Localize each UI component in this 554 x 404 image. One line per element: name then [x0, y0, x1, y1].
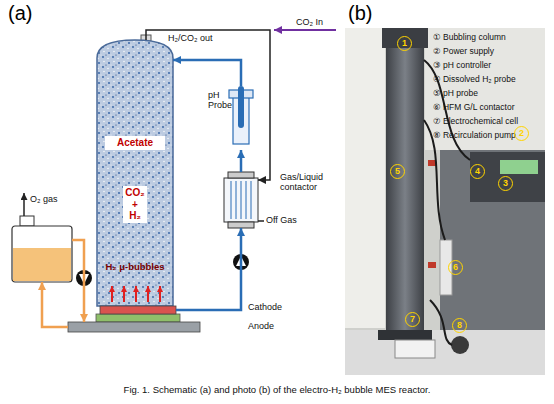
contactor-shell: [224, 178, 258, 222]
photo-pump: [451, 336, 469, 354]
photo-display: [500, 160, 538, 174]
flow-label: CO₂ In: [296, 17, 323, 27]
callout-number: 8: [452, 318, 467, 333]
photo-wall: [425, 28, 545, 150]
photo-valve: [428, 160, 436, 166]
node-label: Anode: [248, 321, 298, 331]
bubble-arrow: [159, 286, 161, 302]
pump-symbol: [76, 270, 92, 286]
contactor-cap: [228, 172, 254, 178]
reactor-photo: [345, 28, 545, 375]
hollow-fiber: [236, 181, 237, 219]
electrode-plate: [100, 306, 176, 314]
key-item: ⑦ Electrochemical cell: [433, 117, 518, 127]
key-item: ④ Dissolved H₂ probe: [433, 75, 516, 85]
bubbling-column: AcetateCO₂ + H₂ H₂ μ-bubbles: [97, 40, 173, 306]
callout-number: 2: [514, 126, 529, 141]
bubble-arrow: [135, 286, 137, 302]
flow-connector: [240, 150, 243, 172]
probe-glass: [238, 86, 244, 128]
callout-number: 1: [397, 36, 412, 51]
node-label: Cathode: [248, 302, 298, 312]
photo-column: [386, 38, 424, 338]
contactor-cap: [228, 222, 254, 228]
node-label: H₂ μ-bubbles: [97, 262, 173, 273]
pump-symbol: [233, 254, 249, 270]
gas-vent-arrow: [23, 193, 25, 216]
column-body: [97, 40, 173, 306]
key-item: ③ pH controller: [433, 61, 491, 71]
node-label: O₂ gas: [30, 194, 80, 204]
key-item: ① Bubbling column: [433, 33, 506, 43]
photo-equipment: [440, 150, 545, 330]
callout-number: 7: [405, 312, 420, 327]
off-gas-line: [258, 220, 264, 222]
ph-probe: pH Probe: [212, 86, 262, 150]
node-label: CO₂ + H₂: [123, 186, 147, 223]
gas-liquid-contactor-outline: [224, 172, 258, 228]
electrolyte-bottle-outline: [12, 226, 72, 282]
flow-connector: [173, 60, 241, 86]
figure-caption: Fig. 1. Schematic (a) and photo (b) of t…: [0, 384, 554, 395]
flow-connector: [146, 30, 270, 180]
key-item: ② Power supply: [433, 47, 494, 57]
bottle-body: [12, 226, 72, 282]
anode-plate-outline: [68, 322, 200, 332]
hollow-fiber: [246, 181, 247, 219]
flow-connector: [72, 240, 84, 322]
electrolyte-bottle: O₂ gas: [12, 226, 72, 282]
flow-label: Off Gas: [266, 215, 297, 225]
bubble-arrow: [147, 286, 149, 302]
callout-number: 6: [448, 260, 463, 275]
callout-number: 4: [470, 164, 485, 179]
bubble-arrow: [123, 286, 125, 302]
co2-inlet-line: [274, 29, 336, 31]
edge-label: H₂/CO₂ out: [168, 33, 213, 43]
key-item: ⑧ Recirculation pump: [433, 131, 516, 141]
cathode-plate-outline: [100, 306, 176, 314]
photo-controller: [470, 152, 545, 202]
key-item: ⑥ HFM G/L contactor: [433, 103, 514, 113]
membrane: [96, 314, 180, 322]
bottle-neck: [20, 216, 34, 226]
electrode-plate: [68, 322, 200, 332]
pump-symbol: [76, 270, 92, 286]
hollow-fiber: [241, 181, 242, 219]
pump-symbol: [236, 256, 246, 266]
node-label: Acetate: [105, 136, 165, 150]
bubble-arrow: [111, 286, 113, 302]
callout-number: 3: [498, 176, 513, 191]
gas-liquid-contactor: Gas/Liquid contactor: [224, 172, 258, 228]
photo-contactor: [440, 240, 452, 295]
photo-valve: [428, 262, 436, 268]
pump-symbol: [79, 274, 89, 284]
key-item: ⑤ pH probe: [433, 89, 478, 99]
panel-label: (b): [348, 2, 372, 25]
bubble-arrows: [112, 286, 160, 302]
anolyte: [13, 248, 71, 281]
cathode-plate: Cathode: [100, 306, 176, 314]
hollow-fiber: [231, 181, 232, 219]
panel-label: (a): [8, 2, 32, 25]
photo-cell: [395, 340, 435, 358]
pump-symbol: [233, 254, 249, 270]
flow-connector: [42, 282, 68, 327]
anode-plate: Anode: [68, 322, 200, 332]
photo-background: [345, 28, 545, 375]
flow-connector: [176, 228, 241, 310]
node-label: Gas/Liquid contactor: [280, 172, 340, 193]
callout-number: 5: [390, 164, 405, 179]
node-label: pH Probe: [208, 90, 234, 111]
photo-flange: [378, 330, 432, 340]
hollow-fiber: [251, 181, 252, 219]
photo-wall: [345, 28, 385, 328]
